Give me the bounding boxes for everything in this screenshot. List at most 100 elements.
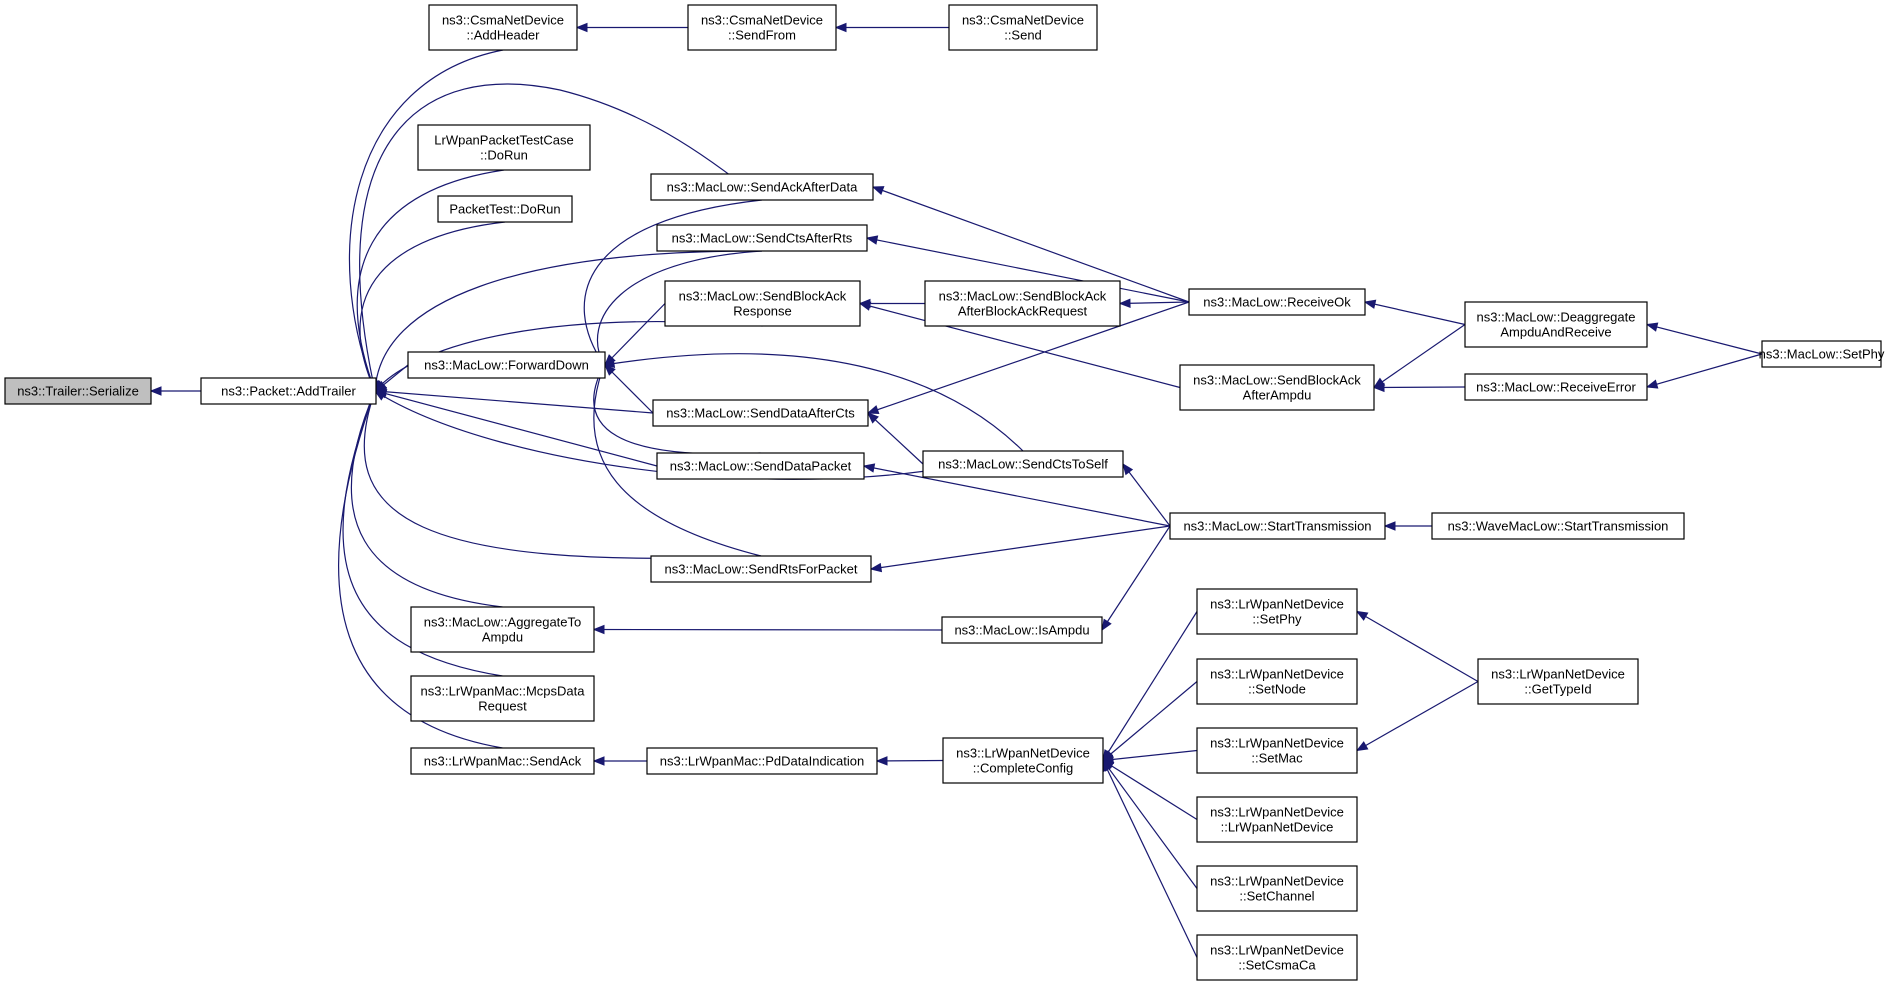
node-box <box>1464 373 1648 401</box>
node-label-line: ns3::LrWpanNetDevice <box>1210 943 1344 958</box>
node-box <box>948 4 1098 51</box>
node-label-line: ns3::MacLow::StartTransmission <box>1183 519 1371 534</box>
node-label-line: ::SetNode <box>1248 682 1306 697</box>
graph-node-ns3-maclow-sendackafterdata[interactable]: ns3::MacLow::SendAckAfterData <box>650 173 874 201</box>
edge-n35-to-n31 <box>1355 680 1479 752</box>
node-box <box>410 675 595 722</box>
node-box <box>1169 512 1386 540</box>
graph-node-ns3-csmanetdevice-sendfrom[interactable]: ns3::CsmaNetDevice::SendFrom <box>687 4 837 51</box>
graph-node-ns3-maclow-forwarddown[interactable]: ns3::MacLow::ForwardDown <box>407 351 606 379</box>
node-label-line: ::SetPhy <box>1252 612 1302 627</box>
graph-node-ns3-maclow-senddataaftercts[interactable]: ns3::MacLow::SendDataAfterCts <box>652 399 869 427</box>
node-box <box>650 555 872 583</box>
node-label-line: ns3::MacLow::ForwardDown <box>424 358 589 373</box>
graph-node-ns3-maclow-receiveok[interactable]: ns3::MacLow::ReceiveOk <box>1188 288 1366 316</box>
node-label-line: ns3::MacLow::SendAckAfterData <box>667 180 859 195</box>
graph-node-ns3-maclow-setphy[interactable]: ns3::MacLow::SetPhy <box>1759 340 1885 368</box>
graph-node-lrwpanpackettestcase-dorun[interactable]: LrWpanPacketTestCase::DoRun <box>417 124 591 171</box>
node-box <box>1196 865 1358 912</box>
edge-n33-to-n24 <box>1102 759 1198 889</box>
node-box <box>1179 364 1375 411</box>
node-label-line: ns3::LrWpanMac::McpsData <box>420 684 585 699</box>
node-label-line: ns3::WaveMacLow::StartTransmission <box>1448 519 1669 534</box>
edge-n14-to-n1 <box>350 389 503 608</box>
graph-node-ns3-maclow-receiveerror[interactable]: ns3::MacLow::ReceiveError <box>1464 373 1648 401</box>
node-label-line: ns3::MacLow::SetPhy <box>1759 347 1885 362</box>
node-label-line: ns3::Packet::AddTrailer <box>221 384 356 399</box>
node-box <box>1188 288 1366 316</box>
graph-node-ns3-csmanetdevice-addheader[interactable]: ns3::CsmaNetDevice::AddHeader <box>428 4 578 51</box>
node-label-line: ns3::LrWpanNetDevice <box>1210 874 1344 889</box>
node-label-line: AmpduAndReceive <box>1500 325 1611 340</box>
graph-node-ns3-wavemaclow-starttransmission[interactable]: ns3::WaveMacLow::StartTransmission <box>1431 512 1685 540</box>
node-label-line: ::SetChannel <box>1239 889 1314 904</box>
node-box <box>1196 934 1358 981</box>
node-label-line: ns3::MacLow::SendBlockAck <box>679 289 847 304</box>
node-box <box>410 606 595 653</box>
node-label-line: Request <box>478 699 527 714</box>
graph-node-ns3-lrwpannetdevice-lrwpannetdevice[interactable]: ns3::LrWpanNetDevice::LrWpanNetDevice <box>1196 796 1358 843</box>
graph-node-packettest-dorun[interactable]: PacketTest::DoRun <box>437 195 573 223</box>
node-label-line: AfterBlockAckRequest <box>958 304 1088 319</box>
graph-node-ns3-maclow-isampdu[interactable]: ns3::MacLow::IsAmpdu <box>941 616 1103 644</box>
edge-n27-to-n26 <box>1645 353 1763 389</box>
node-label-line: ns3::LrWpanNetDevice <box>956 746 1090 761</box>
graph-node-ns3-maclow-sendblockackafterblockackrequest[interactable]: ns3::MacLow::SendBlockAckAfterBlockAckRe… <box>924 280 1121 327</box>
edge-n9-to-n10 <box>604 303 666 366</box>
edge-n21-to-n22 <box>1101 525 1171 632</box>
edge-n18-to-n7 <box>871 186 1190 303</box>
node-box <box>1464 301 1648 348</box>
node-label-line: ::CompleteConfig <box>973 761 1073 776</box>
edge-n23-to-n16 <box>592 756 647 766</box>
node-label-line: ns3::MacLow::SendCtsAfterRts <box>672 231 853 246</box>
graph-node-ns3-maclow-sendrtsforpacket[interactable]: ns3::MacLow::SendRtsForPacket <box>650 555 872 583</box>
graph-node-ns3-lrwpannetdevice-gettypeid[interactable]: ns3::LrWpanNetDevice::GetTypeId <box>1477 658 1639 705</box>
edge-n1-to-n0 <box>149 386 201 396</box>
graph-node-ns3-lrwpanmac-sendack[interactable]: ns3::LrWpanMac::SendAck <box>410 747 595 775</box>
node-label-line: ns3::MacLow::ReceiveError <box>1476 380 1636 395</box>
node-label-line: ns3::CsmaNetDevice <box>442 13 564 28</box>
node-box <box>656 224 868 252</box>
graph-node-ns3-maclow-senddatapacket[interactable]: ns3::MacLow::SendDataPacket <box>656 452 865 480</box>
edge-n21-to-n12 <box>862 463 1171 527</box>
node-label-line: ns3::CsmaNetDevice <box>962 13 1084 28</box>
node-box <box>924 280 1121 327</box>
graph-node-ns3-lrwpannetdevice-setcsmaca[interactable]: ns3::LrWpanNetDevice::SetCsmaCa <box>1196 934 1358 981</box>
node-label-line: AfterAmpdu <box>1243 388 1312 403</box>
graph-node-ns3-lrwpannetdevice-setnode[interactable]: ns3::LrWpanNetDevice::SetNode <box>1196 658 1358 705</box>
node-box <box>417 124 591 171</box>
node-box <box>942 737 1104 784</box>
graph-node-ns3-packet-addtrailer[interactable]: ns3::Packet::AddTrailer <box>200 377 377 405</box>
node-box <box>646 747 878 775</box>
nodes-layer: ns3::Trailer::Serialize ns3::Packet::AddT… <box>4 4 1885 981</box>
edge-n11-to-n1 <box>374 387 654 414</box>
graph-node-ns3-maclow-sendctsafterrts[interactable]: ns3::MacLow::SendCtsAfterRts <box>656 224 868 252</box>
node-label-line: ns3::MacLow::ReceiveOk <box>1203 295 1351 310</box>
graph-node-ns3-trailer-serialize[interactable]: ns3::Trailer::Serialize <box>4 377 152 405</box>
graph-node-ns3-lrwpannetdevice-setmac[interactable]: ns3::LrWpanNetDevice::SetMac <box>1196 727 1358 774</box>
edge-n26-to-n19 <box>1372 382 1466 393</box>
graph-node-ns3-lrwpannetdevice-setphy[interactable]: ns3::LrWpanNetDevice::SetPhy <box>1196 588 1358 635</box>
edge-n21-to-n20 <box>1122 462 1171 527</box>
node-label-line: ns3::MacLow::Deaggregate <box>1477 310 1636 325</box>
node-box <box>1761 340 1882 368</box>
node-box <box>200 377 377 405</box>
graph-node-ns3-maclow-starttransmission[interactable]: ns3::MacLow::StartTransmission <box>1169 512 1386 540</box>
graph-node-ns3-lrwpannetdevice-completeconfig[interactable]: ns3::LrWpanNetDevice::CompleteConfig <box>942 737 1104 784</box>
graph-node-ns3-csmanetdevice-send[interactable]: ns3::CsmaNetDevice::Send <box>948 4 1098 51</box>
node-label-line: ns3::LrWpanMac::SendAck <box>424 754 582 769</box>
edge-n29-to-n24 <box>1102 611 1198 762</box>
graph-node-ns3-lrwpannetdevice-setchannel[interactable]: ns3::LrWpanNetDevice::SetChannel <box>1196 865 1358 912</box>
node-box <box>656 452 865 480</box>
node-label-line: ns3::LrWpanNetDevice <box>1210 805 1344 820</box>
edge-n27-to-n25 <box>1645 322 1763 355</box>
graph-node-ns3-lrwpanmac-pddataindication[interactable]: ns3::LrWpanMac::PdDataIndication <box>646 747 878 775</box>
node-label-line: ::SetMac <box>1251 751 1303 766</box>
graph-node-ns3-maclow-sendctstoself[interactable]: ns3::MacLow::SendCtsToSelf <box>922 450 1124 478</box>
